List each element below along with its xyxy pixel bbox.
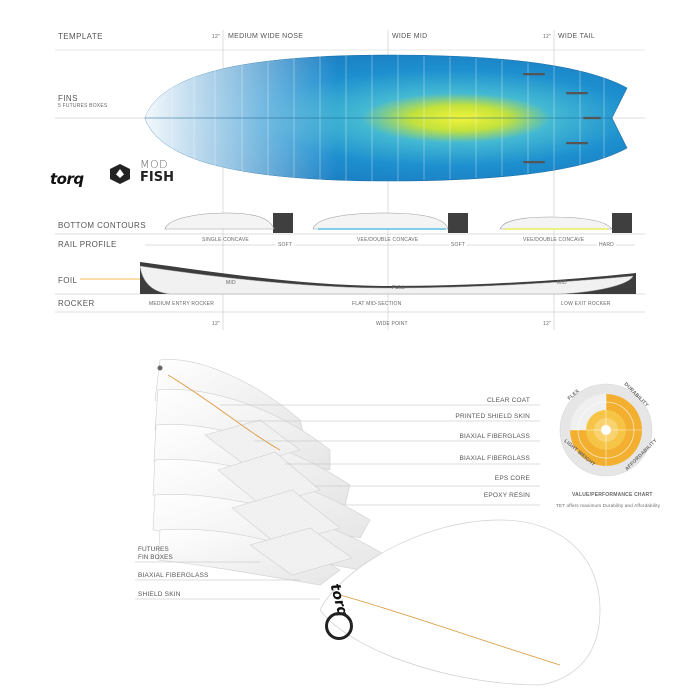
model-name-top: MOD	[140, 158, 169, 171]
brand-row: torq MOD FISH	[50, 158, 200, 194]
template-label: TEMPLATE	[58, 32, 103, 41]
foil-2: FULL	[392, 285, 406, 291]
fins-sub: 5 FUTURES BOXES	[58, 103, 108, 109]
callout-shield-skin: SHIELD SKIN	[138, 591, 181, 598]
rail-1: SOFT	[276, 242, 295, 248]
callout-epoxy-resin: EPOXY RESIN	[483, 492, 530, 499]
callout-futures-line-1: FUTURES	[138, 546, 169, 553]
callout-futures-fin-boxes: FUTURES FIN BOXES	[138, 546, 173, 562]
contour-3: VEE/DOUBLE CONCAVE	[523, 237, 585, 243]
rocker-mark-1: 12"	[212, 321, 220, 327]
foil-3: MID	[557, 280, 567, 286]
foil-1: MID	[226, 280, 236, 286]
left-callout-lines	[135, 561, 320, 600]
rocker-mark-2: WIDE POINT	[376, 321, 408, 327]
rocker-2: FLAT MID-SECTION	[352, 301, 402, 307]
mid-label: WIDE MID	[392, 33, 428, 40]
callout-eps-core: EPS CORE	[494, 475, 530, 482]
foil-label: FOIL	[58, 276, 78, 285]
rocker-mark-3: 12"	[543, 321, 551, 327]
tech-sheet	[55, 30, 645, 330]
right-callout-lines	[220, 404, 540, 506]
tail-dist-mark: 12"	[543, 34, 551, 40]
callout-biaxial-1: BIAXIAL FIBERGLASS	[459, 433, 530, 440]
nose-label: MEDIUM WIDE NOSE	[228, 33, 304, 40]
fins-label: FINS	[58, 94, 78, 103]
construction-diagram	[135, 359, 601, 686]
foil-profile	[80, 262, 636, 295]
callout-printed-shield-skin: PRINTED SHIELD SKIN	[455, 413, 530, 420]
callout-biaxial-2: BIAXIAL FIBERGLASS	[459, 455, 530, 462]
callout-clear-coat: CLEAR COAT	[486, 397, 530, 404]
bottom-contours-sections	[164, 212, 632, 233]
deck-tail-section	[319, 519, 601, 686]
deck-logo-ring-icon	[325, 612, 353, 640]
fin-boxes	[523, 73, 601, 164]
contour-1: SINGLE CONCAVE	[202, 237, 249, 243]
nose-dist-mark: 12"	[212, 34, 220, 40]
rail-3: HARD	[597, 242, 616, 248]
tail-label: WIDE TAIL	[558, 33, 596, 40]
performance-chart	[559, 383, 653, 477]
rocker-3: LOW EXIT ROCKER	[561, 301, 611, 307]
foam-sheets	[204, 419, 353, 576]
rail-2: SOFT	[449, 242, 468, 248]
bottom-contours-label: BOTTOM CONTOURS	[58, 221, 146, 230]
model-name-bottom: FISH	[140, 170, 174, 185]
board-planshape	[144, 54, 628, 182]
perf-chart-title: VALUE/PERFORMANCE CHART	[572, 492, 653, 498]
contour-2: VEE/DOUBLE CONCAVE	[357, 237, 419, 243]
callout-futures-line-2: FIN BOXES	[138, 554, 173, 561]
tet-badge-icon	[110, 164, 130, 184]
perf-chart-caption: TET offers maximum Durability and Afford…	[556, 503, 661, 508]
torq-logo: torq	[50, 170, 84, 188]
rail-profile-label: RAIL PROFILE	[58, 240, 117, 249]
rocker-label: ROCKER	[58, 299, 95, 308]
callout-biaxial-bottom: BIAXIAL FIBERGLASS	[138, 572, 209, 579]
rocker-1: MEDIUM ENTRY ROCKER	[149, 301, 215, 307]
